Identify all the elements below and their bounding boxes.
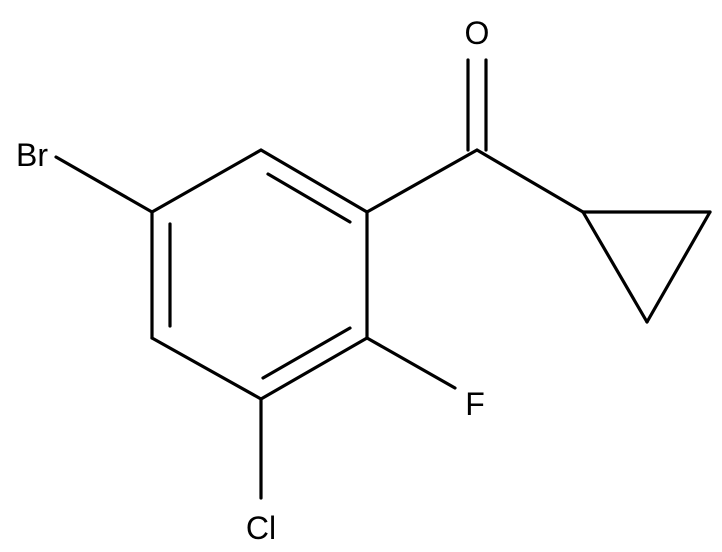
ring-bond-c6-c1 <box>150 148 263 214</box>
bond-to-cyclopropyl <box>475 148 585 214</box>
ring-bond-c3-c4 <box>259 336 369 401</box>
ring-bond-c3-c4-inner <box>261 326 352 380</box>
bond-br <box>54 155 154 214</box>
bond-carbonyl-carbon <box>365 148 479 214</box>
ring-bond-c1-c2 <box>259 148 369 214</box>
atom-label-bromine: Br <box>16 137 48 173</box>
bond-f <box>365 336 457 390</box>
cyclopropyl-bond-c <box>581 210 649 324</box>
cyclopropyl-bond-b <box>645 210 712 324</box>
atom-label-chlorine: Cl <box>246 510 276 546</box>
ring-bond-c1-c2-inner <box>266 172 352 224</box>
atom-label-fluorine: F <box>465 386 485 422</box>
atom-label-oxygen: O <box>465 15 490 51</box>
ring-bond-c4-c5 <box>150 336 263 401</box>
